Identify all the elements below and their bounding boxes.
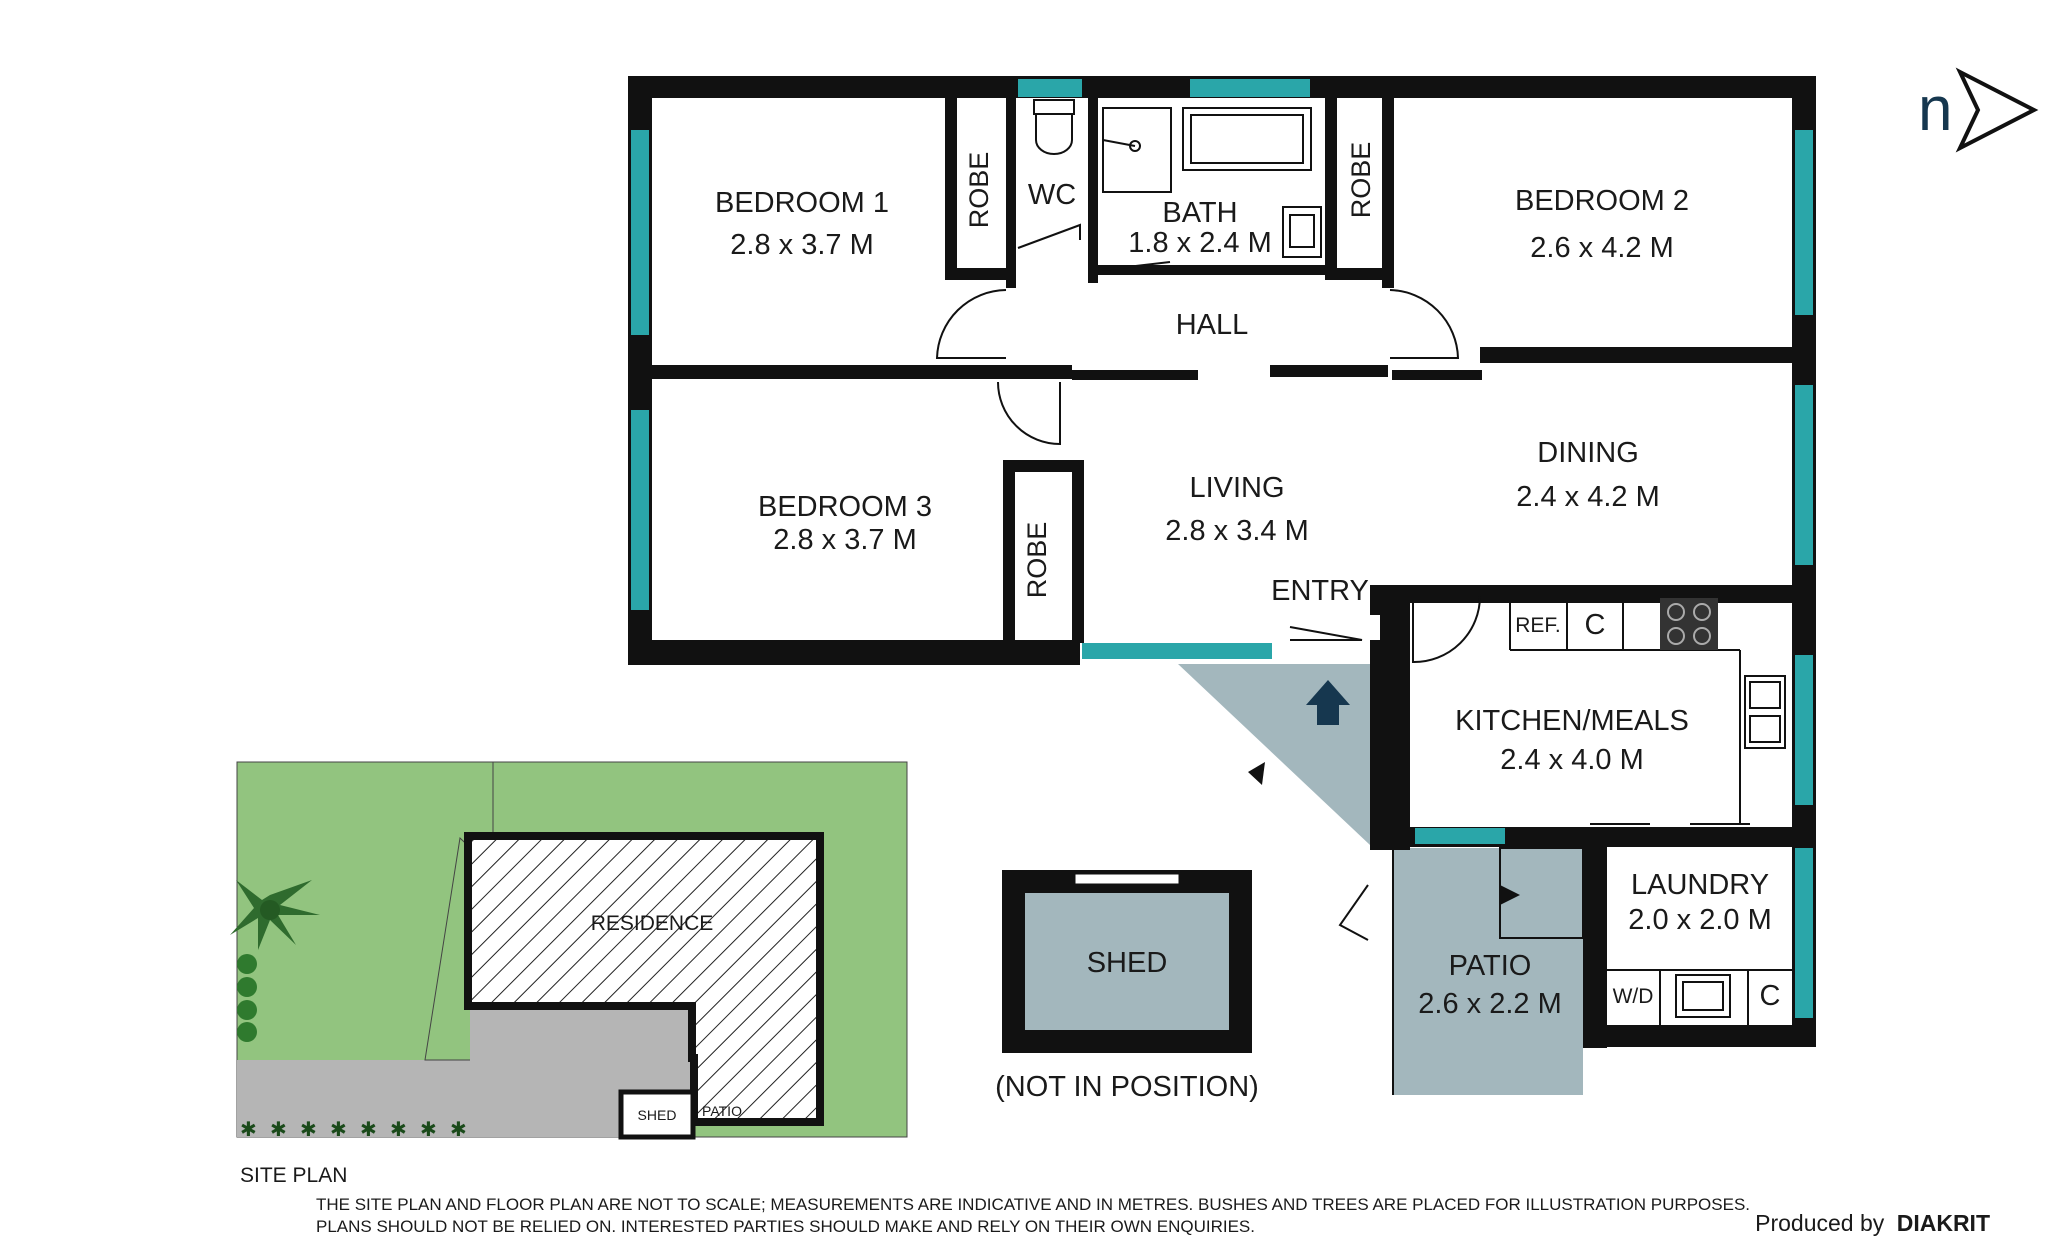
robe3-label: ROBE: [1022, 522, 1052, 599]
svg-text:✱: ✱: [450, 1119, 467, 1141]
shower-icon: [1102, 107, 1172, 193]
bedroom3-size: 2.8 x 3.7 M: [773, 524, 916, 556]
svg-text:✱: ✱: [360, 1119, 377, 1141]
svg-text:✱: ✱: [390, 1119, 407, 1141]
entry-porch: [1178, 664, 1370, 845]
site-shed-label: SHED: [638, 1107, 677, 1123]
bedroom2-name: BEDROOM 2: [1515, 185, 1689, 217]
entry-arrow-icon: [1306, 680, 1350, 725]
toilet-icon: [1033, 99, 1075, 155]
credit: Produced by DIAKRIT: [1755, 1210, 1990, 1236]
residence-footprint: [464, 832, 824, 1126]
bedroom1-size: 2.8 x 3.7 M: [730, 229, 873, 261]
svg-text:✱: ✱: [270, 1119, 287, 1141]
windows: [631, 79, 1813, 1018]
patio-name: PATIO: [1449, 950, 1532, 982]
kitchen-cupboard-label: C: [1585, 609, 1606, 641]
living-size: 2.8 x 3.4 M: [1165, 515, 1308, 547]
bath-sink-icon: [1282, 206, 1322, 258]
laundry-tub-icon: [1675, 974, 1731, 1018]
bath-name: BATH: [1162, 197, 1237, 229]
patio-area: [1393, 848, 1583, 1095]
bedroom2-size: 2.6 x 4.2 M: [1530, 232, 1673, 264]
wc-label: WC: [1028, 179, 1076, 211]
bathtub-icon: [1182, 107, 1312, 171]
svg-text:✱: ✱: [330, 1119, 347, 1141]
washer-dryer-label: W/D: [1613, 985, 1654, 1008]
bedroom3-name: BEDROOM 3: [758, 491, 932, 523]
hall-label: HALL: [1176, 309, 1249, 341]
north-arrow-icon: [1955, 67, 2039, 153]
site-residence-label: RESIDENCE: [591, 912, 714, 935]
kitchen-name: KITCHEN/MEALS: [1455, 705, 1689, 737]
shed-note: (NOT IN POSITION): [995, 1071, 1259, 1103]
svg-text:✱: ✱: [420, 1119, 437, 1141]
shrub-icons: [237, 954, 257, 1042]
kitchen-size: 2.4 x 4.0 M: [1500, 744, 1643, 776]
entry-label: ENTRY: [1271, 575, 1369, 607]
ref-label: REF.: [1515, 614, 1561, 637]
svg-text:✱: ✱: [300, 1119, 317, 1141]
palm-tree-icon: [230, 880, 320, 950]
interior-walls: [652, 98, 1816, 643]
bedroom1-name: BEDROOM 1: [715, 187, 889, 219]
door-marker-icon: [1500, 885, 1520, 905]
site-plan-caption: SITE PLAN: [240, 1164, 347, 1187]
living-name: LIVING: [1189, 472, 1284, 504]
bath-size: 1.8 x 2.4 M: [1128, 227, 1271, 259]
kitchen-sink-icon: [1744, 675, 1786, 749]
doors: [935, 223, 1481, 941]
site-plan: RESIDENCE SHED PATIO ✱ ✱ ✱ ✱ ✱ ✱ ✱ ✱ SITE PLA…: [230, 761, 908, 1187]
svg-text:✱: ✱: [240, 1119, 257, 1141]
cooktop-icon: [1660, 598, 1718, 650]
dining-size: 2.4 x 4.2 M: [1516, 481, 1659, 513]
laundry-bench: [1590, 823, 1792, 1025]
robe2-label: ROBE: [1346, 142, 1376, 219]
disclaimer-line1: THE SITE PLAN AND FLOOR PLAN ARE NOT TO …: [316, 1195, 1750, 1214]
dining-name: DINING: [1537, 437, 1639, 469]
patio-size: 2.6 x 2.2 M: [1418, 988, 1561, 1020]
credit-prefix: Produced by: [1755, 1210, 1885, 1236]
robe1-label: ROBE: [964, 152, 994, 229]
floor-plan: BEDROOM 1 2.8 x 3.7 M ROBE WC BATH 1.8 x…: [628, 76, 1816, 1095]
site-patio-label: PATIO: [702, 1103, 742, 1119]
compass-letter: n: [1918, 75, 1952, 144]
hedge-icons: ✱ ✱ ✱ ✱ ✱ ✱ ✱ ✱: [240, 1119, 467, 1141]
laundry-name: LAUNDRY: [1631, 869, 1769, 901]
compass: n: [1918, 67, 2039, 153]
shed: SHED (NOT IN POSITION): [995, 870, 1259, 1103]
door-marker-icon: [1248, 762, 1265, 785]
site-shed: [618, 1089, 696, 1140]
credit-brand: DIAKRIT: [1897, 1210, 1990, 1236]
shed-name: SHED: [1087, 947, 1168, 979]
disclaimer-line2: PLANS SHOULD NOT BE RELIED ON. INTERESTE…: [316, 1217, 1255, 1236]
laundry-cupboard-label: C: [1760, 980, 1781, 1012]
patio-step: [1499, 847, 1584, 939]
laundry-size: 2.0 x 2.0 M: [1628, 904, 1771, 936]
